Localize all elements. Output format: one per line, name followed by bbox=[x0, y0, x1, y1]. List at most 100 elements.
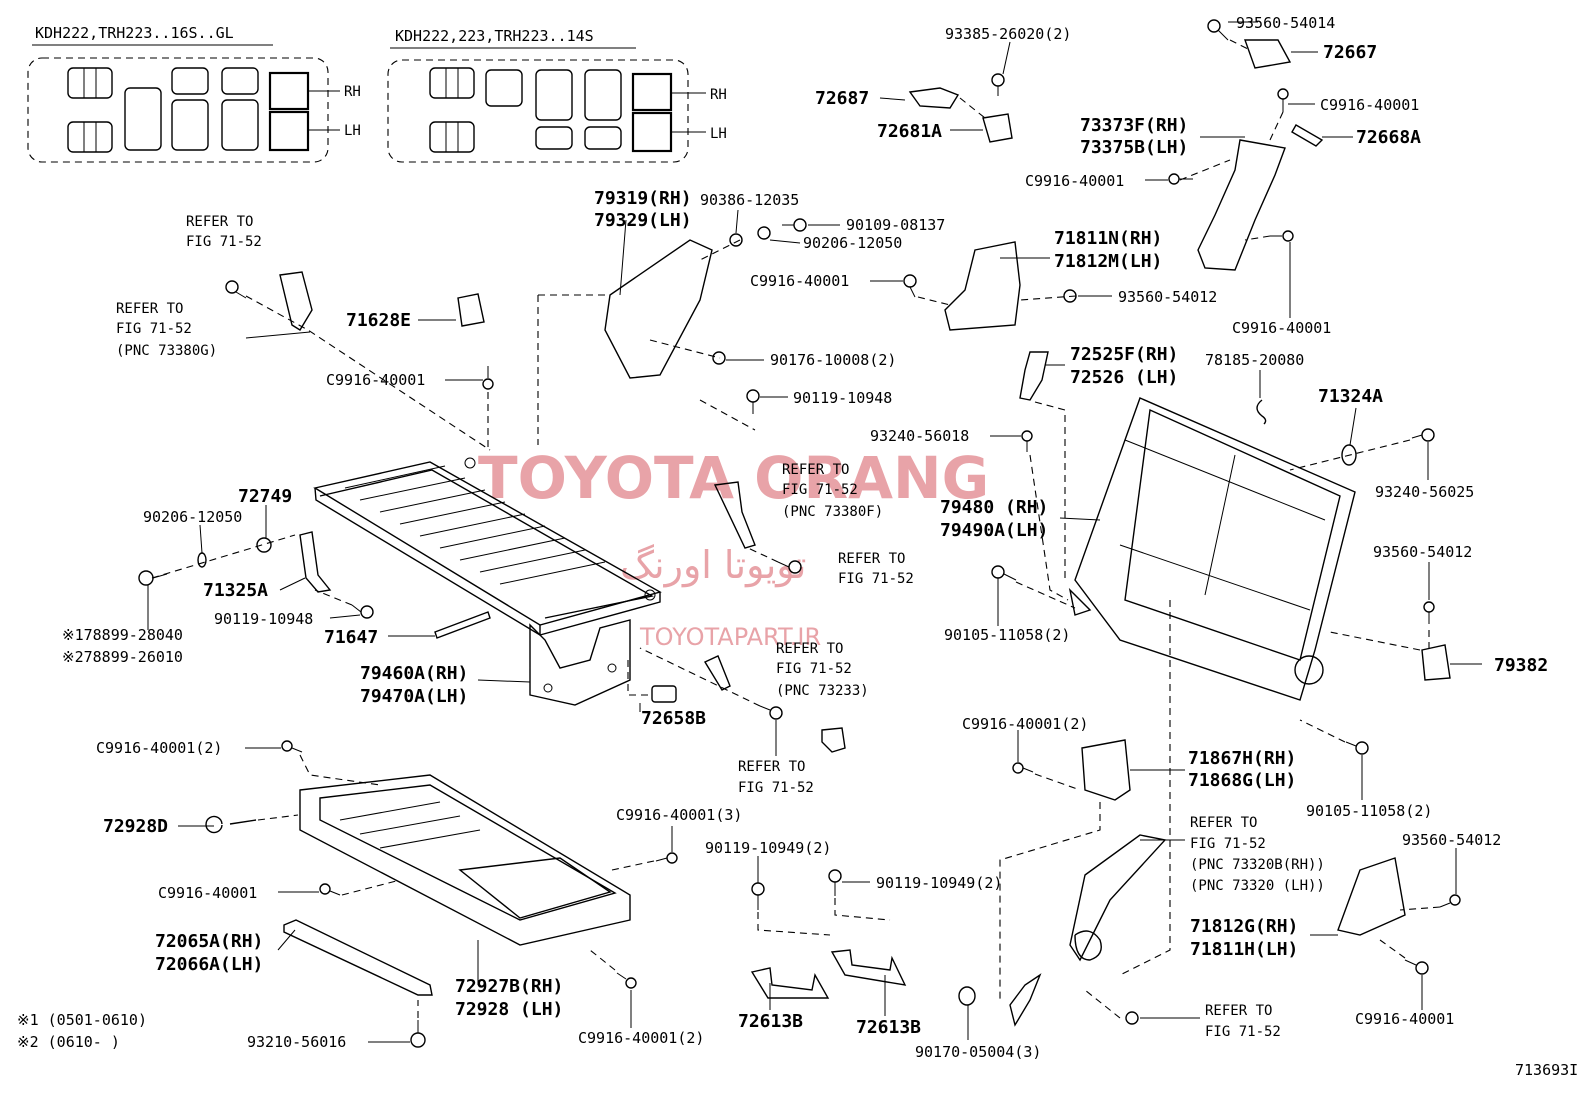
label-90105-b: 90105-11058(2) bbox=[1306, 802, 1432, 820]
refer-note: (PNC 73233) bbox=[776, 683, 869, 699]
label-c9916-i: C9916-40001 bbox=[158, 884, 257, 902]
plug-72928D bbox=[205, 815, 257, 834]
bolt-icon bbox=[1125, 1011, 1139, 1025]
watermark-brand: TOYOTA ORANG bbox=[478, 444, 989, 512]
part-labels: 93560-54014 72667 93385-26020(2) 72687 7… bbox=[17, 14, 1578, 1079]
bolt-icon bbox=[1207, 19, 1229, 41]
screw-icon bbox=[655, 852, 678, 864]
nut-icon bbox=[729, 233, 743, 247]
label-72667: 72667 bbox=[1323, 42, 1377, 63]
buckle-center bbox=[713, 481, 756, 549]
bolt-icon bbox=[1345, 741, 1369, 755]
bracket-79382 bbox=[1421, 644, 1451, 681]
label-71811H: 71811H(LH) bbox=[1190, 939, 1298, 960]
refer-note: REFER TO bbox=[1190, 815, 1257, 831]
label-90170: 90170-05004(3) bbox=[915, 1043, 1041, 1061]
refer-note: FIG 71-52 bbox=[116, 321, 192, 337]
seat-layout-16s: KDH222,TRH223..16S..GL RH LH bbox=[27, 24, 361, 163]
label-93385: 93385-26020(2) bbox=[945, 25, 1071, 43]
assembly-lines bbox=[151, 39, 1441, 1019]
rh-label: RH bbox=[344, 84, 361, 100]
washer-icon bbox=[757, 226, 771, 240]
hook bbox=[1256, 399, 1267, 425]
label-93240-56018: 93240-56018 bbox=[870, 427, 969, 445]
variant-title-16s: KDH222,TRH223..16S..GL bbox=[35, 24, 234, 42]
screw-icon bbox=[616, 972, 637, 989]
label-c9916-a: C9916-40001 bbox=[1320, 96, 1419, 114]
under-tray bbox=[299, 774, 631, 946]
rh-label: RH bbox=[710, 87, 727, 103]
label-73373F: 73373F(RH) bbox=[1080, 115, 1188, 136]
label-79490A: 79490A(LH) bbox=[940, 520, 1048, 541]
label-71325A: 71325A bbox=[203, 580, 268, 601]
bolt-icon bbox=[782, 218, 807, 232]
label-c9916-k: C9916-40001 bbox=[1355, 1010, 1454, 1028]
seat-back-frame bbox=[1068, 397, 1356, 701]
refer-note: FIG 71-52 bbox=[776, 661, 852, 677]
label-90206-b: 90206-12050 bbox=[143, 508, 242, 526]
label-90119-10948-a: 90119-10948 bbox=[793, 389, 892, 407]
cap bbox=[1341, 444, 1357, 466]
label-72613B-b: 72613B bbox=[856, 1017, 921, 1038]
label-72065A: 72065A(RH) bbox=[155, 931, 263, 952]
nut-icon bbox=[712, 351, 726, 365]
label-93560-54014: 93560-54014 bbox=[1236, 14, 1335, 32]
screw-icon bbox=[903, 274, 917, 298]
label-c9916-h: C9916-40001(3) bbox=[616, 806, 742, 824]
watermark: TOYOTA ORANG تویوتا اورنگ TOYOTAPART.IR bbox=[478, 444, 989, 651]
seat-cushion-frame bbox=[313, 457, 662, 637]
label-72749: 72749 bbox=[238, 486, 292, 507]
screw-icon bbox=[1439, 894, 1461, 908]
seat-belt bbox=[1069, 834, 1167, 962]
bolt-icon bbox=[991, 73, 1005, 96]
label-93560-54012-b: 93560-54012 bbox=[1373, 543, 1472, 561]
washer-icon bbox=[958, 986, 976, 1006]
refer-note: REFER TO bbox=[838, 551, 905, 567]
bolt-icon bbox=[351, 604, 374, 619]
bolt-icon bbox=[751, 882, 765, 910]
leader-lines bbox=[147, 21, 1482, 1043]
strap bbox=[1291, 124, 1324, 147]
watermark-site: TOYOTAPART.IR bbox=[639, 623, 821, 651]
refer-note: (PNC 73320 (LH)) bbox=[1190, 878, 1325, 894]
label-72526: 72526 (LH) bbox=[1070, 367, 1178, 388]
refer-note: REFER TO bbox=[116, 301, 183, 317]
label-71867H: 71867H(RH) bbox=[1188, 748, 1296, 769]
bolt-icon bbox=[410, 1020, 426, 1048]
refer-note: FIG 71-52 bbox=[1205, 1024, 1281, 1040]
figure-id: 713693I bbox=[1515, 1061, 1578, 1079]
label-72928D: 72928D bbox=[103, 816, 168, 837]
bracket-71325A bbox=[299, 531, 332, 593]
part-drawings bbox=[205, 39, 1451, 1027]
label-90176: 90176-10008(2) bbox=[770, 351, 896, 369]
label-71647: 71647 bbox=[324, 627, 378, 648]
bolt-icon bbox=[225, 280, 247, 299]
label-90386: 90386-12035 bbox=[700, 191, 799, 209]
refer-note: FIG 71-52 bbox=[1190, 836, 1266, 852]
refer-note: (PNC 73380G) bbox=[116, 343, 217, 359]
screw-icon bbox=[1168, 173, 1193, 185]
label-90109: 90109-08137 bbox=[846, 216, 945, 234]
refer-note: REFER TO bbox=[782, 462, 849, 478]
label-278899: ※278899-26010 bbox=[62, 648, 183, 666]
label-71811N: 71811N(RH) bbox=[1054, 228, 1162, 249]
refer-note: REFER TO bbox=[1205, 1003, 1272, 1019]
label-90119-10949-b: 90119-10949(2) bbox=[876, 874, 1002, 892]
bolt-icon bbox=[759, 705, 783, 720]
label-c9916-c: C9916-40001 bbox=[1232, 319, 1331, 337]
label-93560-54012-c: 93560-54012 bbox=[1402, 831, 1501, 849]
bolt-icon bbox=[777, 560, 802, 574]
refer-note: (PNC 73380F) bbox=[782, 504, 883, 520]
refer-note: FIG 71-52 bbox=[838, 571, 914, 587]
variant-title-14s: KDH222,223,TRH223..14S bbox=[395, 27, 594, 45]
refer-note: FIG 71-52 bbox=[782, 482, 858, 498]
label-c9916-e: C9916-40001 bbox=[326, 371, 425, 389]
bracket-72613B-right bbox=[830, 949, 907, 986]
screw-icon bbox=[482, 366, 494, 390]
label-c9916-g: C9916-40001(2) bbox=[962, 715, 1088, 733]
watermark-persian: تویوتا اورنگ bbox=[620, 543, 807, 588]
label-90119-10948-b: 90119-10948 bbox=[214, 610, 313, 628]
retainer-plate bbox=[703, 655, 731, 691]
label-71812M: 71812M(LH) bbox=[1054, 251, 1162, 272]
